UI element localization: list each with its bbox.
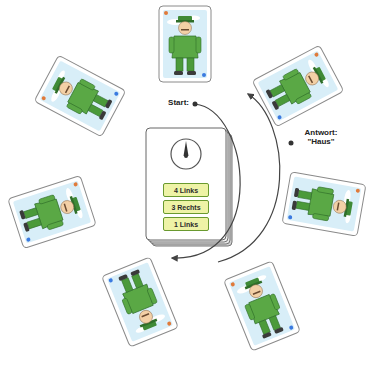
instruction-text: 1 Links — [174, 221, 198, 228]
start-arc — [172, 104, 240, 258]
card-deck — [146, 128, 232, 246]
playing-cards — [8, 6, 366, 351]
instruction-box: 3 Rechts — [163, 200, 209, 214]
answer-dot — [289, 141, 294, 146]
compass-dial — [171, 139, 201, 169]
soldier-card — [282, 172, 366, 236]
soldier-card — [224, 261, 301, 351]
soldier-card — [159, 6, 211, 82]
instruction-box: 4 Links — [163, 183, 209, 197]
soldier-card — [34, 55, 126, 137]
instruction-text: 3 Rechts — [171, 204, 200, 211]
start-label: Start: — [167, 98, 190, 107]
answer-arc — [218, 94, 280, 262]
answer-label: Antwort: "Haus" — [298, 128, 344, 146]
soldier-card — [102, 257, 179, 347]
soldier-card — [8, 176, 96, 249]
instruction-box: 1 Links — [163, 217, 209, 231]
play-direction-arrows — [172, 94, 294, 262]
compass-needle — [184, 141, 189, 156]
start-dot — [193, 102, 198, 107]
instruction-text: 4 Links — [174, 187, 198, 194]
